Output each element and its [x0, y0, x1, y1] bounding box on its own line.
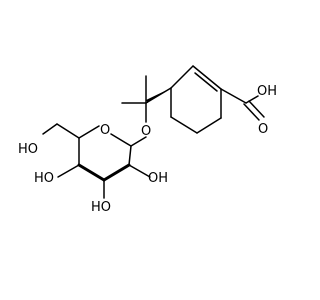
label-oh-c2: OH	[148, 171, 168, 186]
atom-labels: OH O O O HO HO OH HO	[18, 84, 277, 215]
bond-c6-c5	[170, 116, 198, 134]
bond-c4-oh	[57, 164, 80, 178]
bond-front-c3-c2	[102, 163, 131, 182]
bond-c2-c2-double	[194, 72, 218, 92]
structure-canvas: OH O O O HO HO OH HO	[18, 65, 277, 215]
label-o-ether: O	[141, 124, 151, 139]
label-oh-acid: OH	[257, 84, 277, 99]
glycosidic-link	[130, 136, 147, 147]
bond-front-c4-c3	[77, 163, 106, 182]
label-ho-c3: HO	[91, 200, 111, 215]
bond-cooh-oh	[245, 95, 259, 104]
bond-c4-cq	[145, 87, 172, 104]
bond-c1-o5	[110, 133, 132, 147]
dimethyl-carbon	[121, 75, 172, 123]
bond-cooh-o-double-b	[248, 100, 265, 118]
label-ho-ch2: HO	[18, 142, 38, 157]
carboxyl-group	[220, 88, 265, 121]
label-ho-c4: HO	[34, 171, 54, 186]
bond-c2-oh	[128, 164, 151, 178]
bond-o-c1sugar	[130, 136, 147, 147]
bond-c5-ch2	[56, 123, 80, 139]
hydroxymethyl	[42, 123, 80, 139]
ring-hydroxyls	[57, 164, 151, 199]
bond-c1-cooh	[220, 88, 247, 104]
bond-o5-c5	[78, 125, 100, 139]
bond-c1-c6	[196, 117, 222, 134]
bond-c2-c1	[128, 145, 132, 166]
label-o-ring: O	[100, 123, 110, 138]
cyclohexene-ring	[170, 65, 222, 134]
molecule-diagram: OH O O O HO HO OH HO	[18, 65, 277, 215]
bond-c4-c3	[170, 65, 194, 89]
bond-c3-c2	[192, 65, 222, 90]
bond-cooh-o-double-a	[243, 103, 260, 121]
label-o-acid: O	[258, 122, 268, 137]
bond-ch2-oh	[42, 123, 58, 135]
pyranose-ring	[77, 125, 132, 182]
